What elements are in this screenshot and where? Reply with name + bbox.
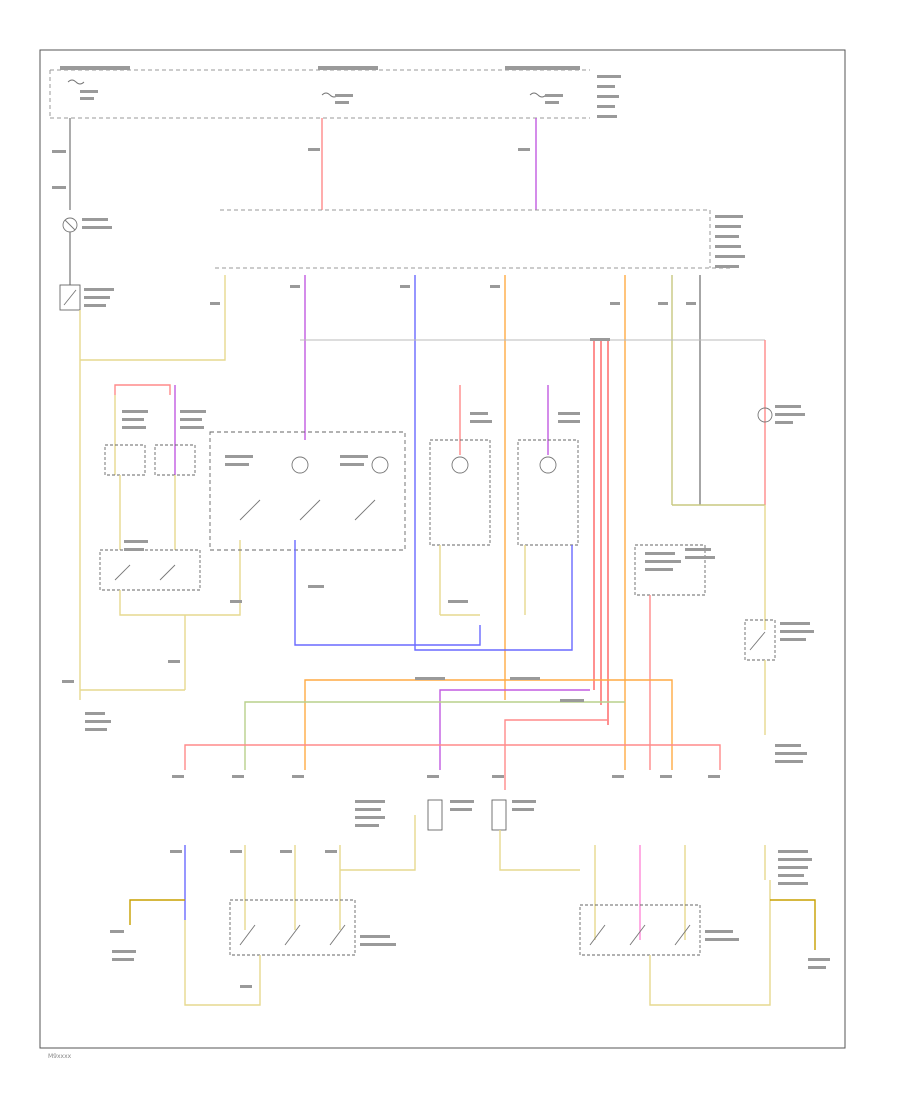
lamp-right	[757, 405, 805, 424]
bus-red	[184, 744, 721, 770]
bus-green	[244, 701, 625, 770]
relay-left-b	[154, 410, 206, 476]
relay-left-a	[104, 410, 148, 476]
fuse-box-top	[49, 66, 621, 119]
wire-blue-2	[294, 540, 481, 646]
footer-code: M9xxxx	[48, 1053, 72, 1060]
ground-right	[775, 744, 807, 763]
mirror-motor-right	[778, 850, 812, 885]
control-module-right	[634, 544, 715, 596]
fuse-right	[529, 92, 563, 104]
switch-left-pair	[99, 540, 201, 591]
bus-orange	[304, 679, 673, 770]
lamp-left-top	[62, 217, 112, 233]
lamp-lower-mid-2	[491, 799, 536, 831]
ground-left	[85, 712, 111, 731]
mirror-switch-right	[579, 904, 739, 956]
fuse-left	[67, 79, 98, 100]
switch-right	[744, 619, 814, 661]
lamp-lower-mid	[427, 799, 474, 831]
bus-pink	[504, 719, 608, 790]
headlamp-switch-box	[209, 431, 406, 551]
lamp-mid-b	[517, 412, 580, 546]
mirror-motor-left	[355, 800, 385, 827]
diagram-frame	[39, 49, 846, 1049]
bus-violet	[439, 689, 590, 770]
fuse-middle	[321, 92, 353, 104]
mirror-switch-left	[229, 899, 396, 956]
switch-left-top	[59, 284, 114, 311]
lamp-mid-a	[429, 412, 492, 546]
